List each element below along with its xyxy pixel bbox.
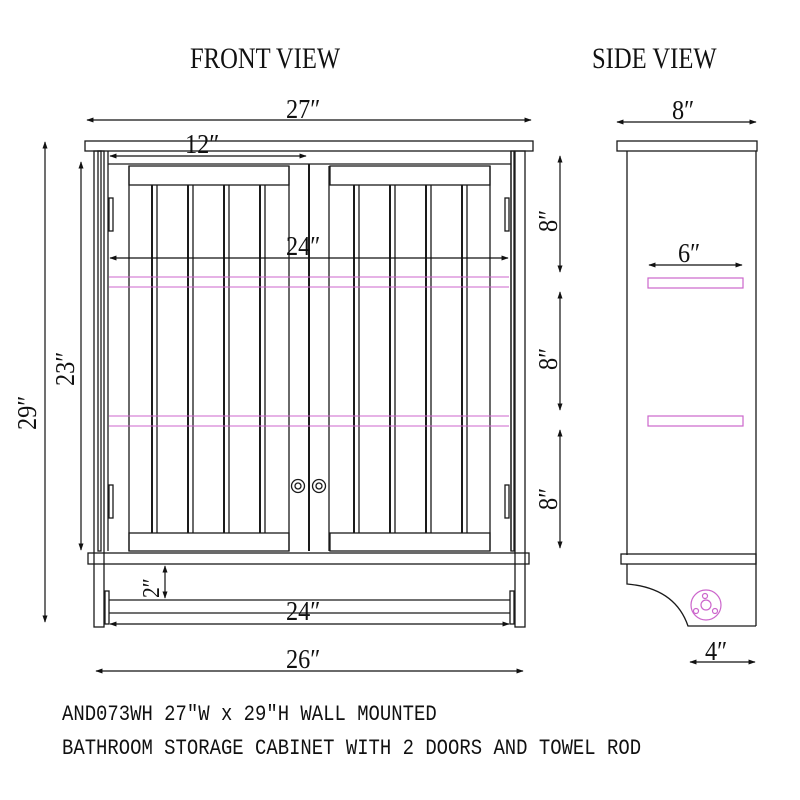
bottom-board xyxy=(87,552,530,565)
bottom-width-label: 26″ xyxy=(286,644,321,674)
depth-label: 8″ xyxy=(672,95,695,125)
right-door-bottom-rail xyxy=(329,532,491,552)
side-dimension-lines xyxy=(616,119,757,665)
side-bracket xyxy=(626,564,756,627)
inner-width-label: 24″ xyxy=(286,231,321,261)
side-view-drawing xyxy=(616,140,758,627)
left-door-top-rail xyxy=(128,165,290,186)
door-knobs xyxy=(290,478,327,494)
front-dimension-lines xyxy=(42,117,563,674)
left-door-slats xyxy=(151,185,266,533)
left-door-bottom-rail xyxy=(128,532,290,552)
caption-line-1: AND073WH 27″W x 29″H WALL MOUNTED xyxy=(62,702,437,727)
shelf-depth-label: 6″ xyxy=(678,238,701,268)
overall-width-label: 27″ xyxy=(286,94,321,124)
left-post xyxy=(93,150,105,628)
front-shelf-outlines xyxy=(109,276,509,427)
caption-line-2: BATHROOM STORAGE CABINET WITH 2 DOORS AN… xyxy=(62,736,642,761)
door-width-label: 12″ xyxy=(185,129,220,159)
front-view-title: FRONT VIEW xyxy=(190,42,341,75)
overall-height-label: 29″ xyxy=(12,395,42,430)
rod-drop-label: 2″ xyxy=(139,578,165,598)
front-view-drawing xyxy=(84,140,534,628)
shelf-spacing-top-label: 8″ xyxy=(533,209,563,232)
right-door-top-rail xyxy=(329,165,491,186)
shelf-spacing-middle-label: 8″ xyxy=(533,347,563,370)
right-door-slats xyxy=(353,185,468,533)
rod-offset-label: 4″ xyxy=(705,636,728,666)
crown-top xyxy=(84,140,534,152)
side-shelf-outlines xyxy=(647,277,744,621)
rod-length-label: 24″ xyxy=(286,596,321,626)
cabinet-height-label: 23″ xyxy=(50,351,80,386)
side-crown xyxy=(616,140,758,152)
side-view-title: SIDE VIEW xyxy=(592,42,717,75)
rod-bracket-icon xyxy=(690,589,722,621)
right-post xyxy=(514,150,526,628)
shelf-spacing-bottom-label: 8″ xyxy=(533,487,563,510)
side-bottom-board xyxy=(620,553,757,565)
